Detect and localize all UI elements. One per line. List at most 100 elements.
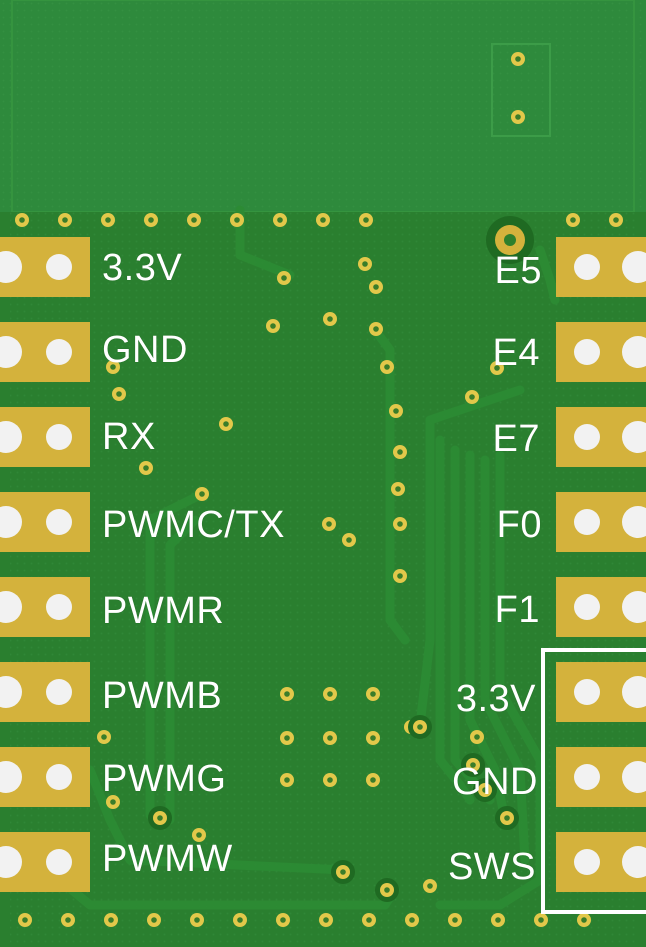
silkscreen-box <box>541 648 646 914</box>
left-pin-label: GND <box>102 329 188 371</box>
right-pin-label: GND <box>452 761 538 803</box>
right-pin-label: SWS <box>447 846 536 888</box>
via <box>230 213 244 227</box>
via <box>362 913 376 927</box>
via <box>366 687 380 701</box>
left-pad <box>0 577 90 637</box>
via <box>316 213 330 227</box>
via <box>490 361 504 375</box>
left-pin-label: PWMW <box>102 838 233 880</box>
via <box>609 213 623 227</box>
via <box>448 913 462 927</box>
via <box>276 913 290 927</box>
left-pin-label: RX <box>102 416 156 458</box>
via <box>393 517 407 531</box>
via <box>148 806 172 830</box>
via <box>323 773 337 787</box>
via <box>58 213 72 227</box>
antenna-chip-outline <box>491 43 551 137</box>
left-pad <box>0 407 90 467</box>
via <box>97 730 111 744</box>
via <box>577 913 591 927</box>
right-pad <box>556 492 646 552</box>
right-pad <box>556 577 646 637</box>
via <box>423 879 437 893</box>
via <box>473 778 497 802</box>
large-via <box>486 216 534 264</box>
via <box>61 913 75 927</box>
right-pin-label: E4 <box>492 332 540 374</box>
via <box>322 517 336 531</box>
via <box>112 387 126 401</box>
via <box>511 110 525 124</box>
left-pin-label: 3.3V <box>102 247 183 289</box>
via <box>280 731 294 745</box>
via <box>280 773 294 787</box>
via <box>219 417 233 431</box>
via <box>358 257 372 271</box>
via <box>323 731 337 745</box>
via <box>366 731 380 745</box>
via <box>495 806 519 830</box>
via <box>331 860 355 884</box>
right-pad <box>556 747 646 807</box>
via <box>323 312 337 326</box>
via <box>139 461 153 475</box>
via <box>369 322 383 336</box>
right-pin-label: F0 <box>496 504 542 546</box>
via <box>393 569 407 583</box>
left-pin-label: PWMC/TX <box>102 504 285 546</box>
right-pin-label: E7 <box>492 418 540 460</box>
via <box>566 213 580 227</box>
via <box>18 913 32 927</box>
left-pad <box>0 322 90 382</box>
via <box>273 213 287 227</box>
left-pad <box>0 662 90 722</box>
via <box>319 913 333 927</box>
via <box>277 271 291 285</box>
left-pin-label: PWMB <box>102 675 223 717</box>
via <box>408 715 432 739</box>
via <box>190 913 204 927</box>
via <box>380 360 394 374</box>
via <box>280 687 294 701</box>
left-pads <box>0 237 90 892</box>
via <box>106 795 120 809</box>
via <box>144 213 158 227</box>
via <box>359 213 373 227</box>
via <box>342 533 356 547</box>
left-pin-label: PWMR <box>102 590 225 632</box>
left-pin-label: PWMG <box>102 758 227 800</box>
via <box>389 404 403 418</box>
via <box>192 828 206 842</box>
via <box>104 913 118 927</box>
via <box>511 52 525 66</box>
via <box>323 687 337 701</box>
via <box>15 213 29 227</box>
via <box>195 487 209 501</box>
right-pad <box>556 662 646 722</box>
via <box>375 878 399 902</box>
left-pad <box>0 832 90 892</box>
right-pads <box>556 237 646 892</box>
right-pad <box>556 322 646 382</box>
right-pin-label: E5 <box>494 250 542 292</box>
left-pad <box>0 492 90 552</box>
right-pad <box>556 237 646 297</box>
via <box>266 319 280 333</box>
left-pad <box>0 747 90 807</box>
via <box>147 913 161 927</box>
via <box>461 753 485 777</box>
via <box>233 913 247 927</box>
via <box>470 730 484 744</box>
right-pin-label: F1 <box>494 589 540 631</box>
via <box>187 213 201 227</box>
via <box>491 913 505 927</box>
via <box>391 482 405 496</box>
via <box>106 360 120 374</box>
via <box>405 913 419 927</box>
right-pin-label: 3.3V <box>455 678 536 720</box>
right-pad <box>556 407 646 467</box>
